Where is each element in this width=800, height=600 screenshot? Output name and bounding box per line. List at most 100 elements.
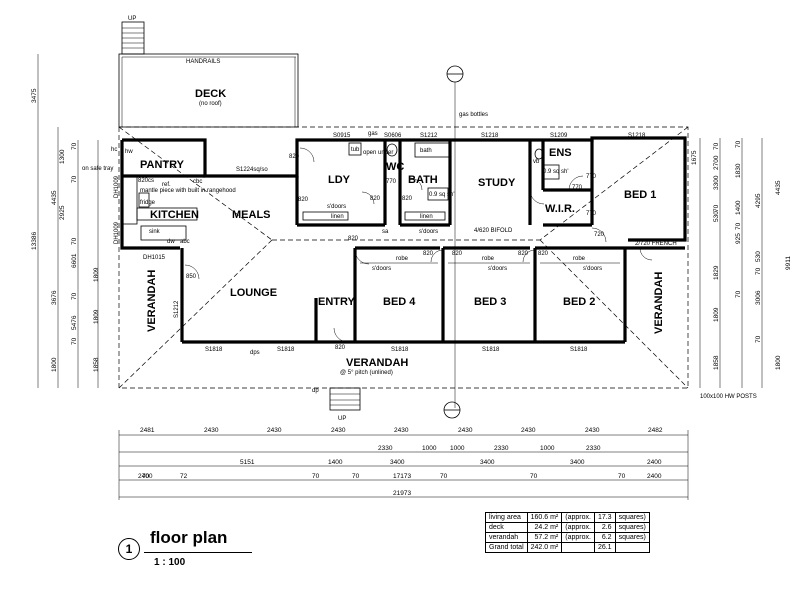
dim-row4: 17173 [393,473,411,480]
dim-right: 3300 [713,175,720,190]
door-label: 820 [298,197,309,203]
820cs-label: 820cs [138,178,154,184]
area-squares-cell: 17.3 [593,512,616,523]
caption-number: 1 [118,538,140,560]
dim-row1: 2482 [648,427,663,434]
area-squares-cell: 6.2 [593,532,616,543]
dim-row2: 1000 [450,445,465,452]
hc-label: hc [111,147,117,153]
window-s1224: S1224sq/so [236,167,268,173]
fixtures [122,142,620,264]
door-size-labels: 820 820 820 820 820 770 770 820 820 820 … [186,154,605,351]
bed3-label: BED 3 [474,296,506,308]
door-label: 820 [518,251,529,257]
up-label-top: UP [128,16,136,22]
door-label: 820 [538,251,549,257]
dim-row3: 3400 [570,459,585,466]
area-unit-cell: squares) [614,532,650,543]
dim-row3b: 70 [352,473,360,480]
external-walls [120,136,687,344]
caption-title: floor plan [150,528,228,547]
dim-row1: 2430 [267,427,282,434]
door-label: 820 [348,236,359,242]
internal-walls [123,140,625,342]
caption-scale: 1 : 100 [154,557,186,568]
ens-label: ENS [549,147,572,159]
shower-bath-label: 0.9 sq sh' [429,192,455,198]
area-unit-cell: squares) [614,522,650,533]
dim-right: 1829 [713,265,720,280]
area-name-cell: living area [485,512,528,523]
hw-label: hw [125,149,133,155]
window-s1818-b: S1818 [277,347,295,353]
wc-label: WC [386,161,404,173]
plan-caption: 1 floor plan 1 : 100 [118,528,258,574]
area-approx-cell: (approx. [561,512,595,523]
abc-label: abc [180,239,190,245]
dim-row2: 2330 [378,445,393,452]
dim-row3b: 70 [440,473,448,480]
dim-right: 925 [735,233,742,244]
dim-right: 1800 [775,355,782,370]
bath-label: BATH [408,174,438,186]
bath-tub-label: bath [420,148,432,154]
study-label: STUDY [478,177,516,189]
area-value-cell: 242.0 m² [526,542,563,553]
dim-row3b: 72 [180,473,188,480]
window-dh1009: DH1009 [114,175,120,198]
area-approx-cell [561,542,595,553]
area-unit-cell [614,542,650,553]
dim-row1: 2430 [394,427,409,434]
robe-bed4-label: robe [396,256,409,262]
dim-row4: 2400 [138,473,153,480]
area-value-cell: 160.6 m² [526,512,563,523]
dim-left: 1300 [59,149,66,164]
area-value-cell: 57.2 m² [526,532,563,543]
window-s1218-right: S1218 [628,133,646,139]
verandah-left-label: VERANDAH [146,270,158,332]
area-squares-cell: 2.6 [593,522,616,533]
up-label-bottom: UP [338,416,346,422]
dim-row3: 3400 [390,459,405,466]
shower-ens-label: 0.9 sq sh' [543,169,569,175]
window-s1818-c: S1818 [391,347,409,353]
window-s1212: S1212 [420,133,438,139]
door-label: 720 [594,232,605,238]
ens-vb-label: vb [533,159,540,165]
meals-label: MEALS [232,209,271,221]
area-name-cell: verandah [485,532,528,543]
window-s1818-a: S1818 [205,347,223,353]
window-s0606: S0606 [384,133,402,139]
mantle-label: mantle piece with built in rangehood [140,188,236,194]
door-label: 770 [386,179,397,185]
dim-row2: 2330 [586,445,601,452]
lounge-label: LOUNGE [230,287,277,299]
dim-left: 1809 [93,267,100,282]
dim-row4: 2400 [647,473,662,480]
dim-left: 70 [71,337,78,345]
dim-left: 1800 [51,357,58,372]
linen-bath-label: linen [420,214,433,220]
kitchen-label: KITCHEN [150,209,199,221]
dim-left: 70 [71,292,78,300]
dimension-lines [37,54,763,500]
dim-left: 70 [71,237,78,245]
dim-left: 1809 [93,309,100,324]
verandah-note: @ 5° pitch (unlined) [340,370,393,376]
dim-left: 70 [71,142,78,150]
area-name-cell: Grand total [485,542,528,553]
on-safe-tray-label: on safe tray [82,166,113,172]
door-label: 820 [423,251,434,257]
dim-right: 9911 [785,256,792,270]
left-dimensions: 3475 1300 70 4435 2925 70 13386 6601 70 … [31,88,100,372]
window-s1818-d: S1818 [482,347,500,353]
dim-left: 70 [71,175,78,183]
bed2-label: BED 2 [563,296,595,308]
door-label: 820 [370,196,381,202]
sink-label: sink [149,229,161,235]
area-approx-cell: (approx. [561,522,595,533]
pantry-label: PANTRY [140,159,185,171]
